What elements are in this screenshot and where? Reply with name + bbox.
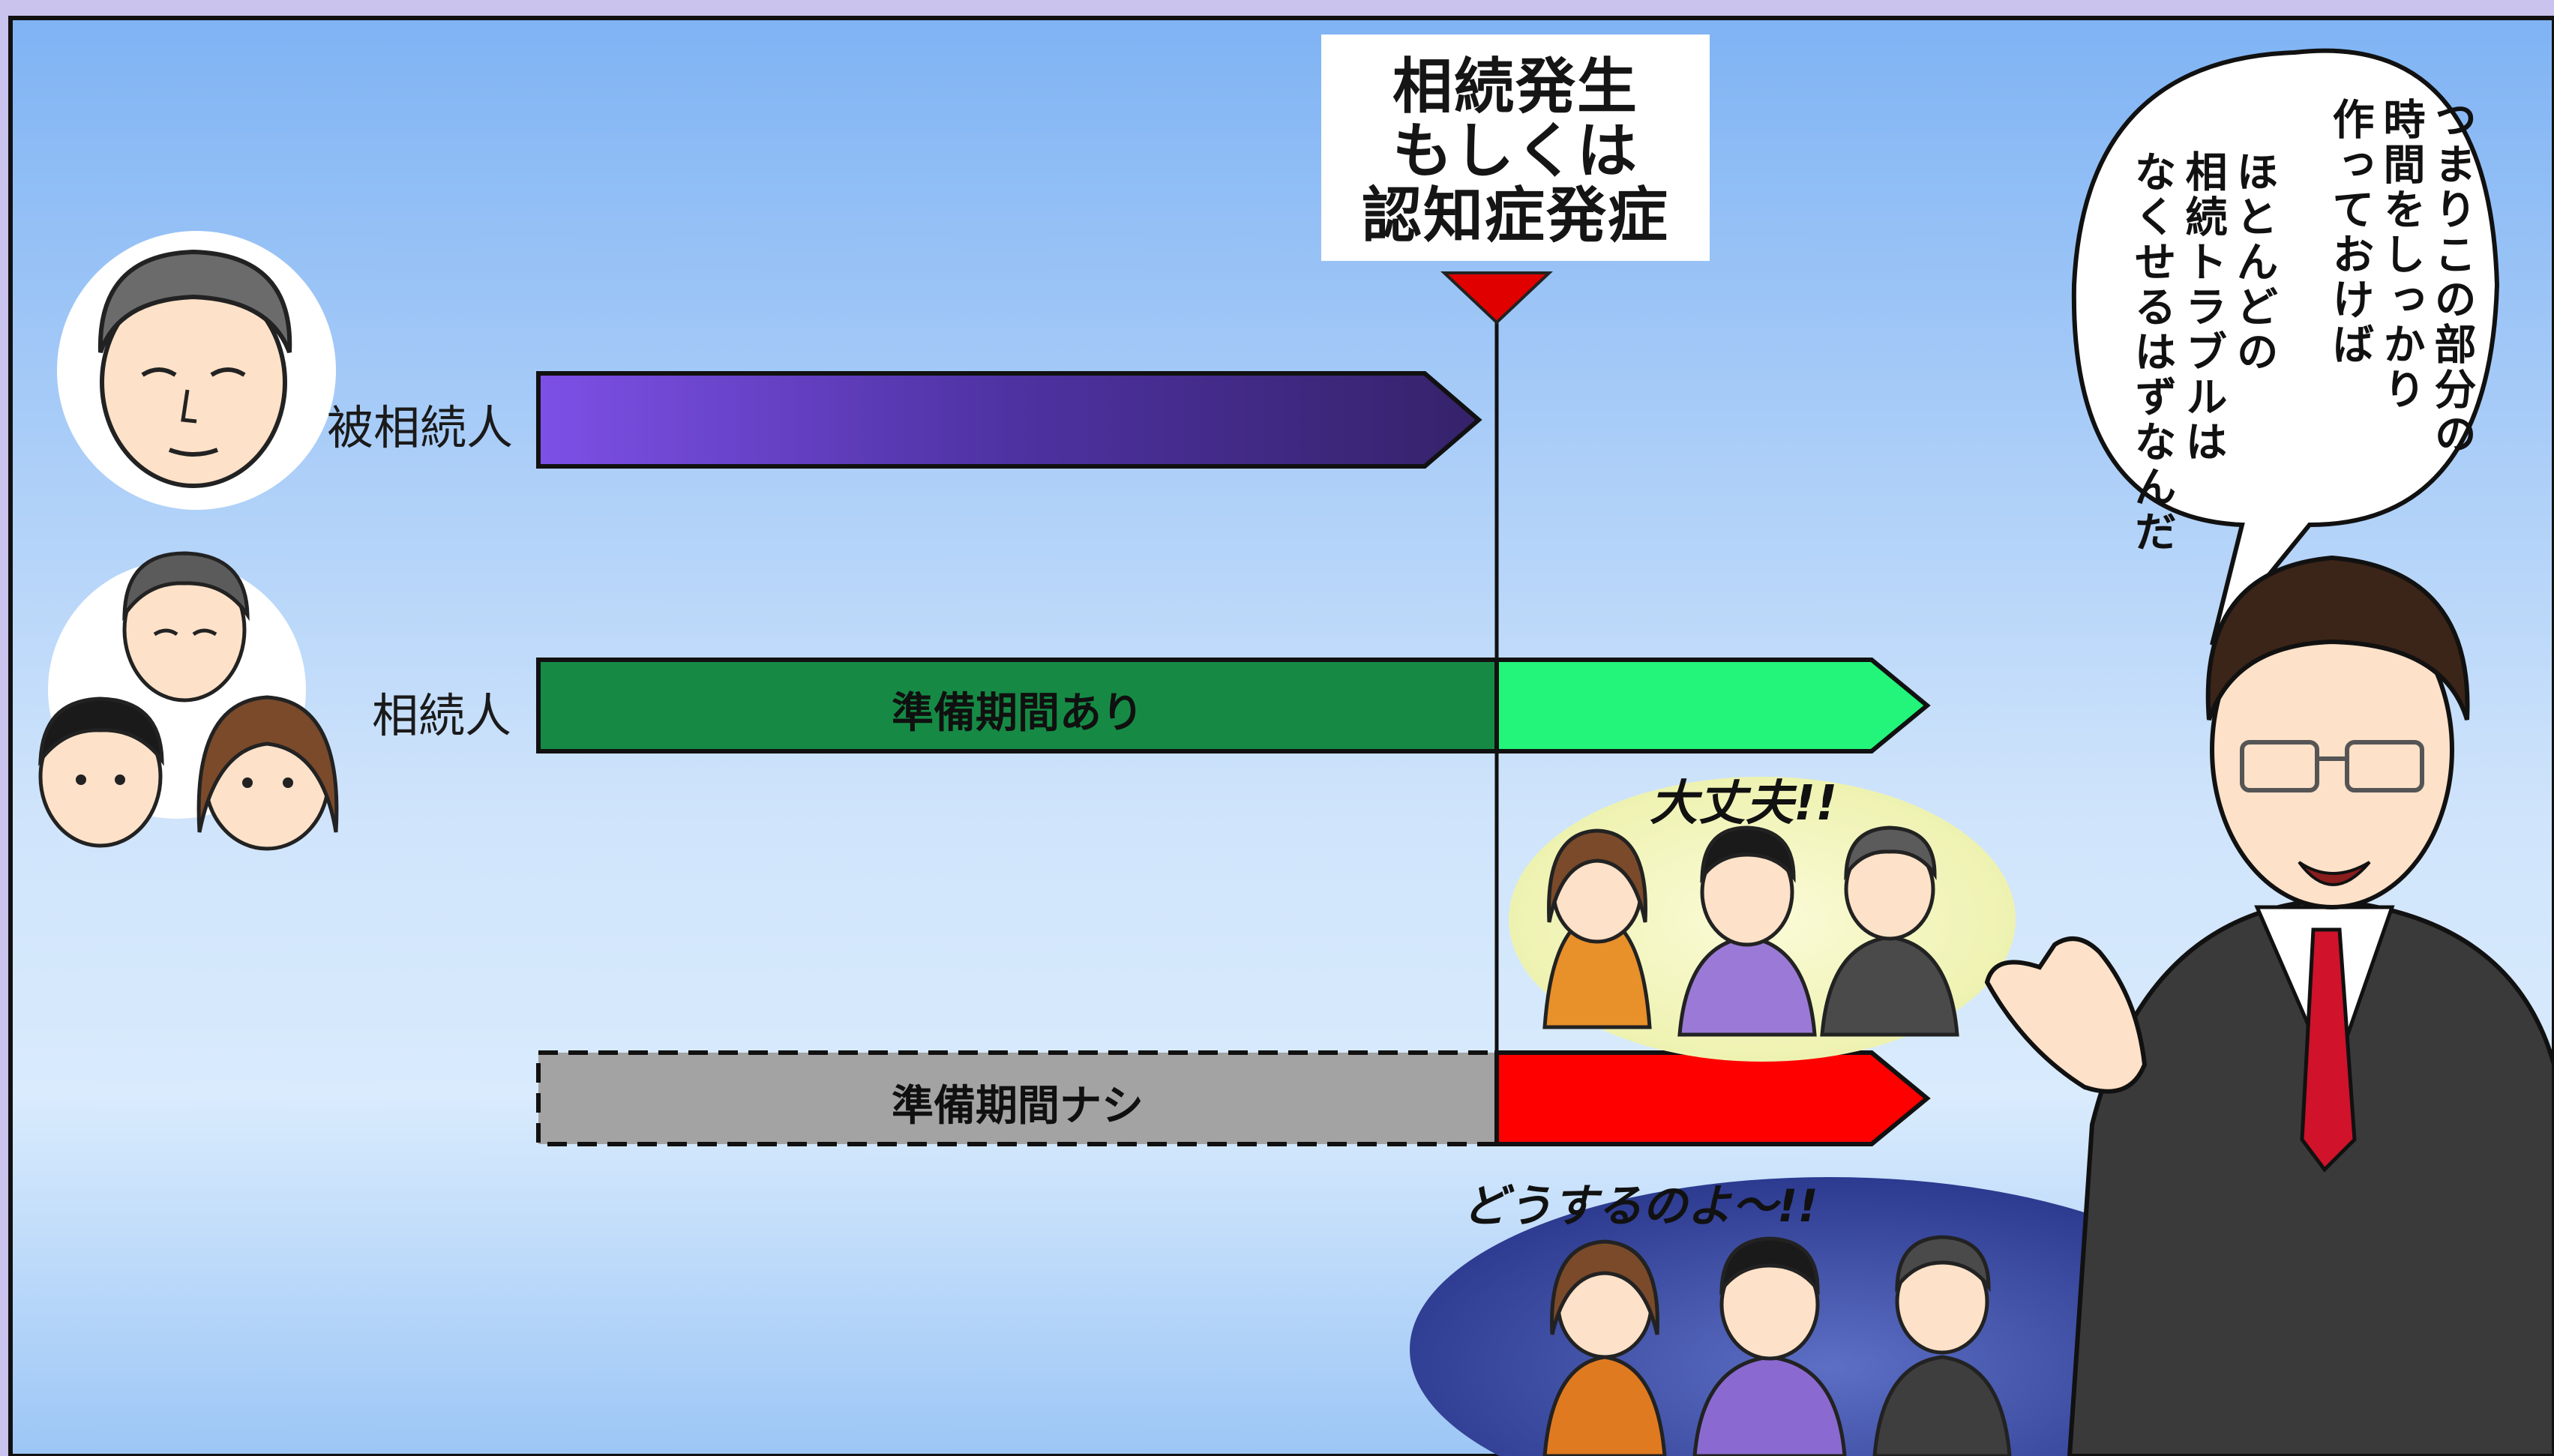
speech-line-5: 相続トラブルは (2178, 150, 2227, 465)
happy-heirs-illustration (1509, 777, 2016, 1062)
speech-line-3: 作っておけば (2325, 97, 2374, 367)
speech-line-2: 時間をしっかり (2376, 97, 2425, 412)
panic-reaction-text: どうするのよ〜!! (1462, 1180, 1818, 1233)
prep-bar-after (1494, 658, 1931, 753)
event-label-box: 相続発生 もしくは 認知症発症 (1321, 34, 1710, 261)
event-label-line1: 相続発生 (1392, 52, 1638, 121)
lecturer-illustration (1984, 555, 2554, 1456)
heirs-label: 相続人 (372, 688, 512, 743)
decedent-label: 被相続人 (327, 400, 514, 455)
noprep-period-label: 準備期間ナシ (892, 1082, 1144, 1131)
decedent-timeline-bar (536, 371, 1482, 469)
speech-line-4: ほとんどの (2229, 150, 2278, 375)
speech-line-6: なくせるはずなんだ (2127, 150, 2176, 555)
event-label-line2: もしくは (1392, 116, 1638, 186)
noprep-bar-after (1494, 1050, 1931, 1146)
event-label-line3: 認知症発症 (1362, 181, 1669, 250)
happy-reaction-text: 大丈夫!! (1650, 776, 1838, 831)
decedent-portrait (57, 231, 336, 510)
panicked-heirs-illustration (1410, 1177, 2250, 1456)
heirs-portrait (38, 551, 339, 851)
event-marker-triangle (1440, 271, 1554, 325)
speech-line-1: つまりこの部分の (2427, 97, 2476, 457)
prep-period-label: 準備期間あり (892, 689, 1144, 738)
